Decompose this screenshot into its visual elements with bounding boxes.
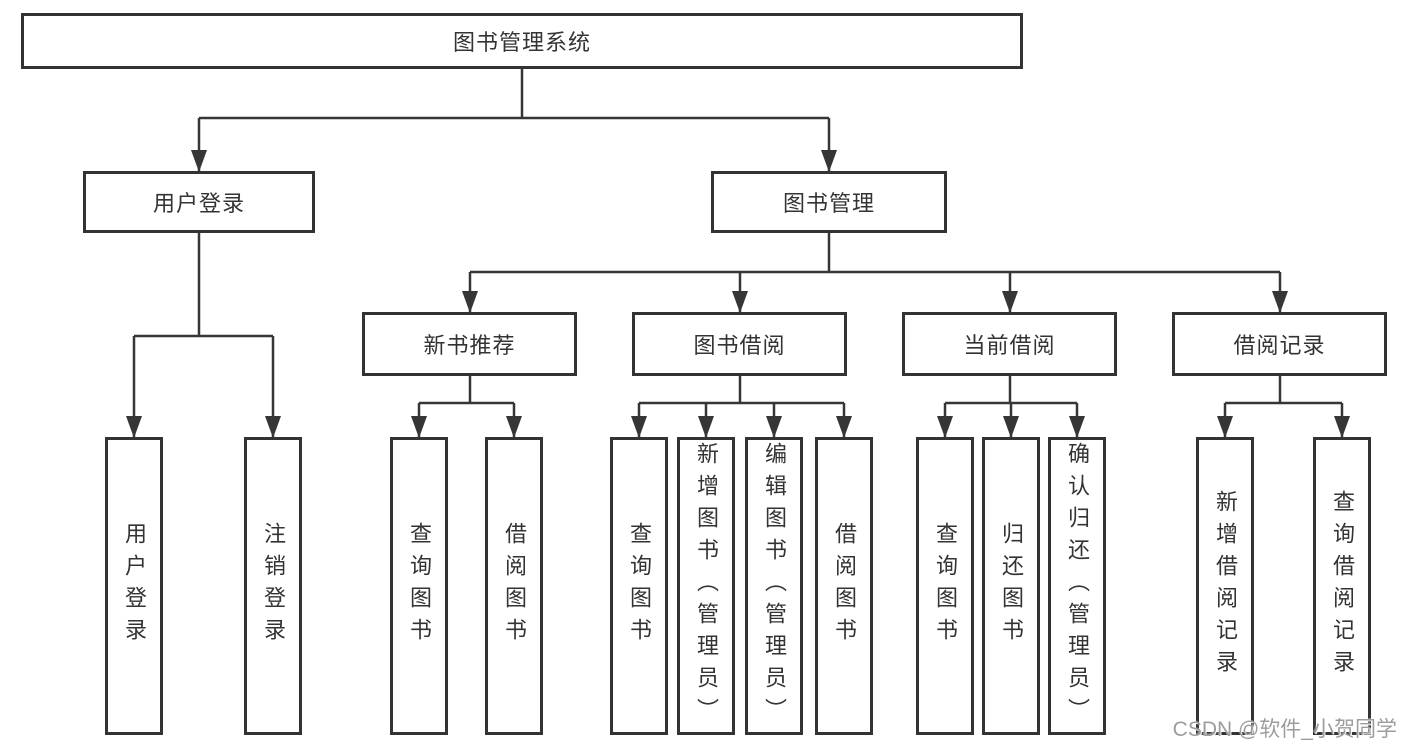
leaf-borrow-books-recommend-label: 借阅图书 [502,522,527,650]
leaf-search-books-recommend-label: 查询图书 [407,522,432,650]
leaf-search-books-current-label: 查询图书 [933,522,958,650]
connector-trunks [134,67,1342,405]
leaf-user-login-label: 用户登录 [122,522,147,650]
watermark: CSDN @软件_小贺同学 [1172,718,1397,741]
leaf-add-borrow-record-label: 新增借阅记录 [1213,490,1238,682]
leaf-edit-books-admin: 编辑图书（管理员） [745,437,803,735]
node-book-borrowing-label: 图书借阅 [693,333,786,358]
leaf-search-books-recommend: 查询图书 [390,437,448,735]
leaf-return-books: 归还图书 [982,437,1040,735]
node-borrowing-records-label: 借阅记录 [1233,333,1326,358]
leaf-confirm-return-admin-label: 确认归还（管理员） [1065,442,1090,730]
leaf-add-books-admin: 新增图书（管理员） [677,437,735,735]
leaf-search-books-borrowing: 查询图书 [610,437,668,735]
leaf-confirm-return-admin: 确认归还（管理员） [1048,437,1106,735]
node-root-library-management-system: 图书管理系统 [21,13,1023,69]
leaf-search-borrow-record-label: 查询借阅记录 [1330,490,1355,682]
leaf-add-borrow-record: 新增借阅记录 [1196,437,1254,735]
connector-arrows [126,118,1350,438]
leaf-edit-books-admin-label: 编辑图书（管理员） [762,442,787,730]
leaf-user-login: 用户登录 [105,437,163,735]
leaf-logout: 注销登录 [244,437,302,735]
node-book-management: 图书管理 [711,171,947,233]
leaf-borrow-books-borrowing-label: 借阅图书 [832,522,857,650]
node-root-label: 图书管理系统 [452,30,591,55]
node-user-login-label: 用户登录 [152,191,245,216]
leaf-search-borrow-record: 查询借阅记录 [1313,437,1371,735]
node-new-book-recommendation-label: 新书推荐 [423,333,516,358]
leaf-borrow-books-recommend: 借阅图书 [485,437,543,735]
node-book-borrowing: 图书借阅 [632,312,847,376]
node-borrowing-records: 借阅记录 [1172,312,1387,376]
leaf-return-books-label: 归还图书 [999,522,1024,650]
node-book-management-label: 图书管理 [782,191,875,216]
node-user-login: 用户登录 [83,171,315,233]
node-new-book-recommendation: 新书推荐 [362,312,577,376]
leaf-logout-label: 注销登录 [261,522,286,650]
node-current-borrowing-label: 当前借阅 [963,333,1056,358]
leaf-search-books-current: 查询图书 [916,437,974,735]
node-current-borrowing: 当前借阅 [902,312,1117,376]
leaf-add-books-admin-label: 新增图书（管理员） [694,442,719,730]
leaf-borrow-books-borrowing: 借阅图书 [815,437,873,735]
leaf-search-books-borrowing-label: 查询图书 [627,522,652,650]
